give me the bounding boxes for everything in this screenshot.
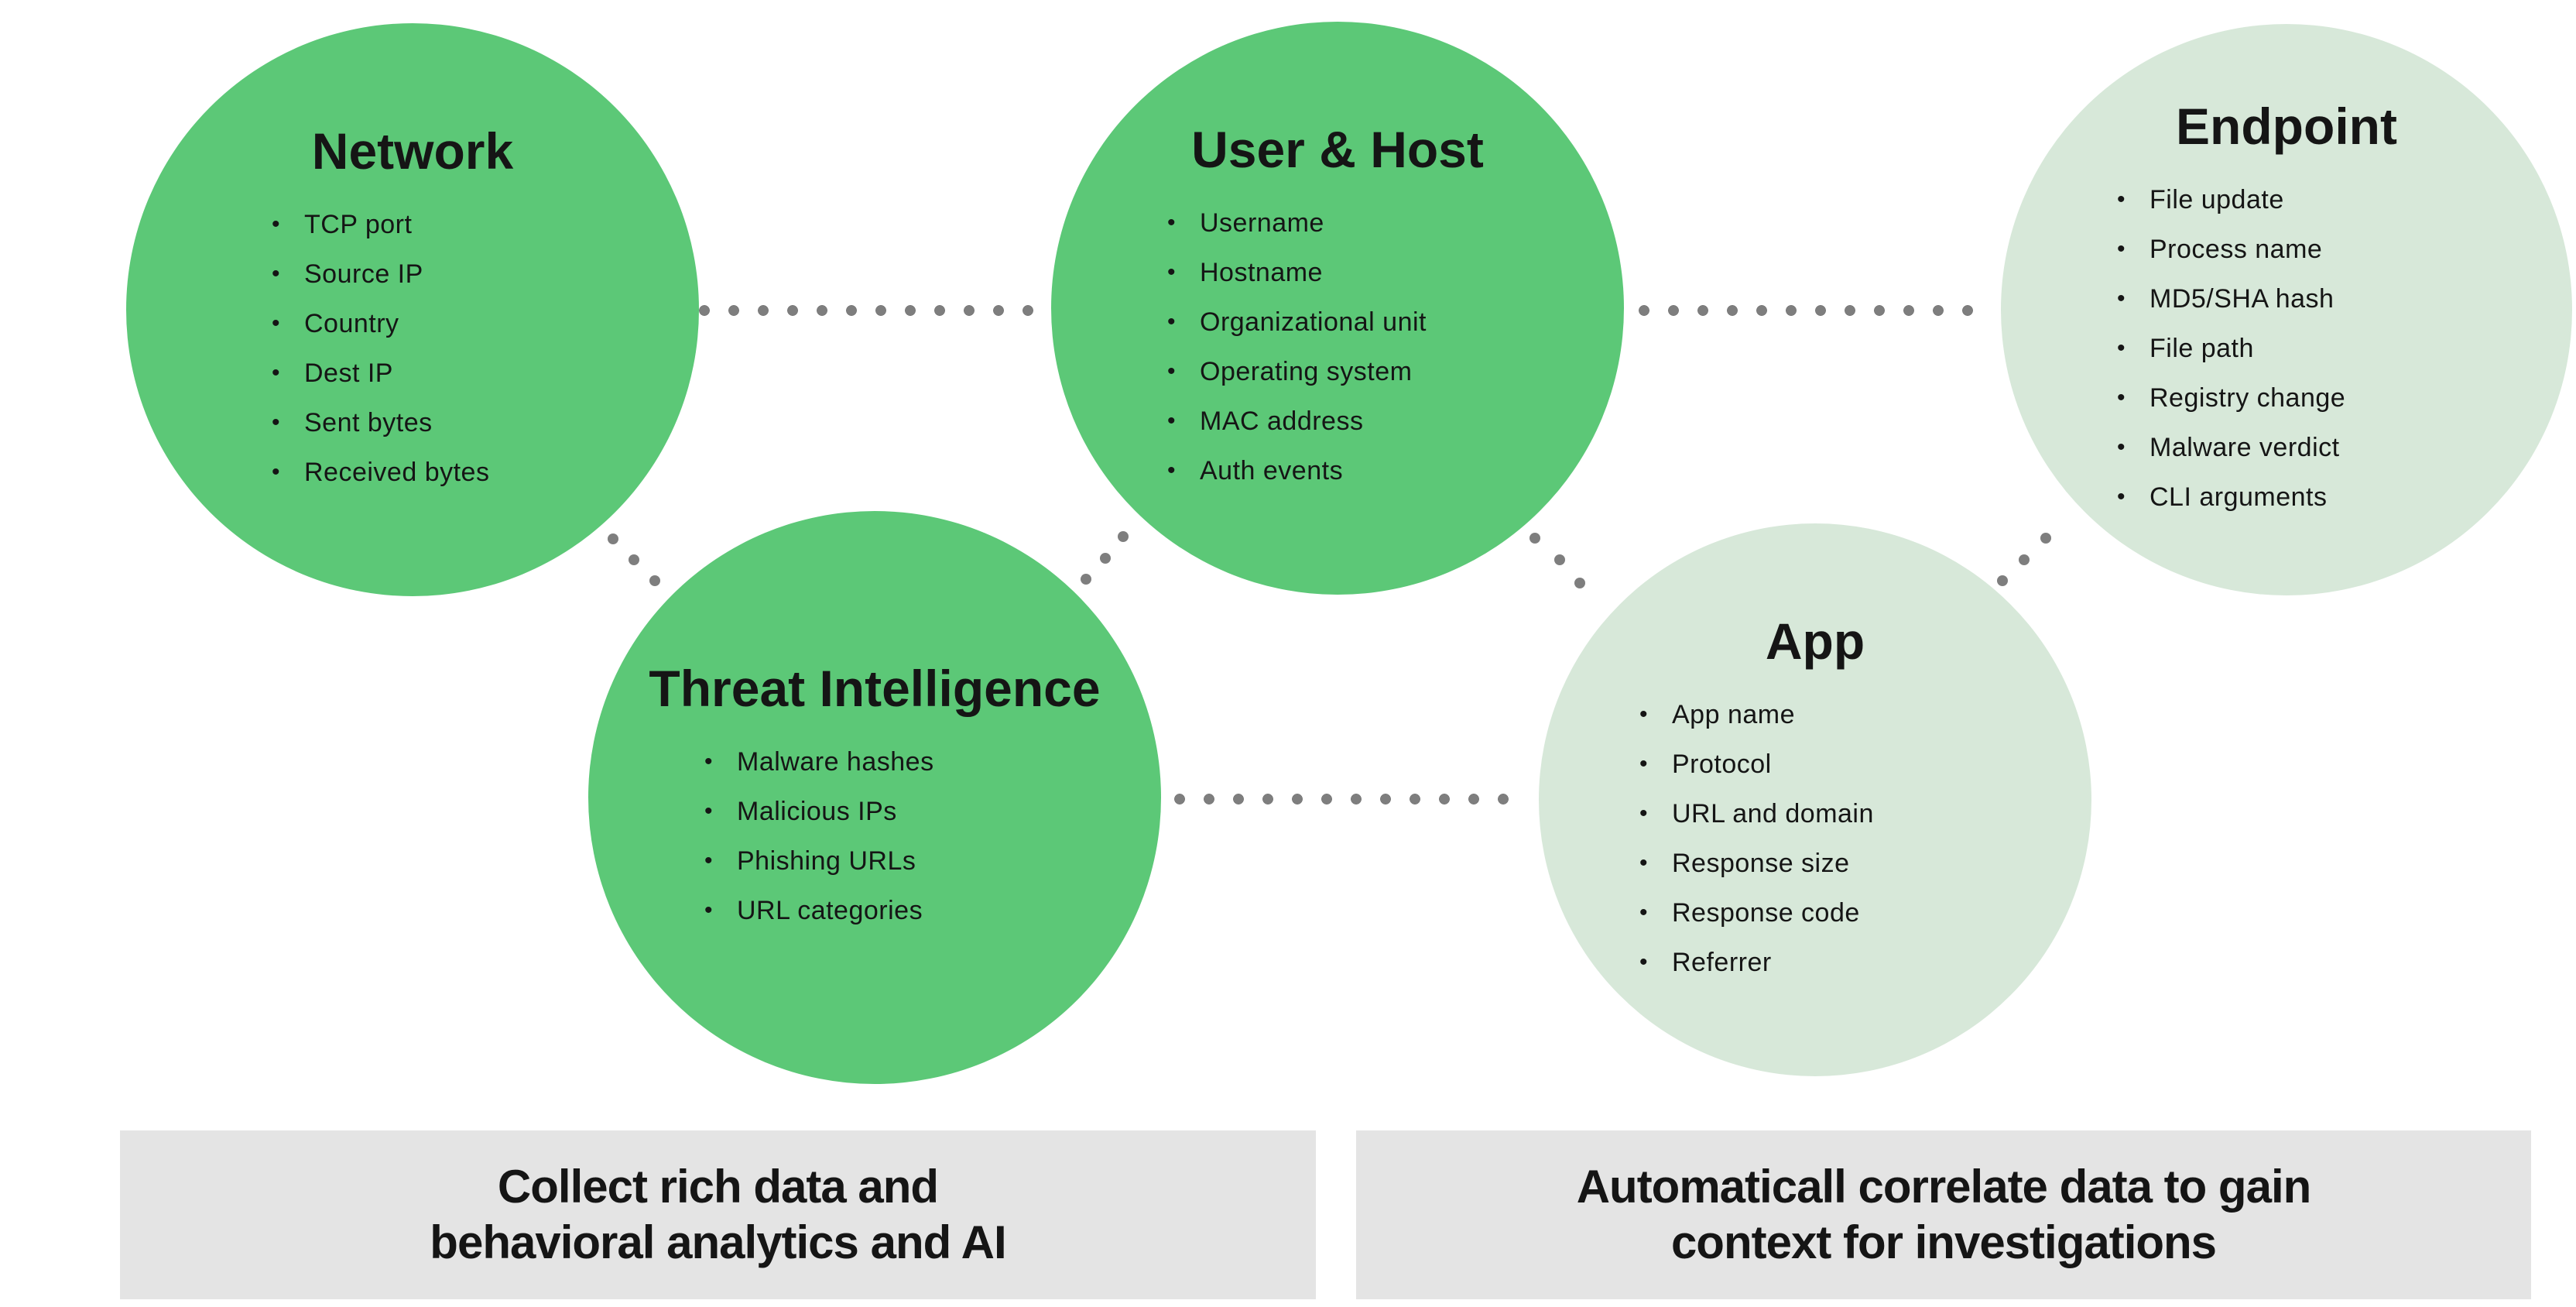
connector-dot: [2019, 554, 2030, 565]
circle-title-app: App: [1765, 612, 1865, 670]
circle-list-user-host: Username Hostname Organizational unit Op…: [1051, 198, 1624, 496]
callout-collect-line2: behavioral analytics and AI: [430, 1216, 1006, 1268]
list-item: Received bytes: [272, 448, 699, 497]
list-item: Country: [272, 299, 699, 348]
list-item: URL and domain: [1639, 789, 2091, 839]
circle-user-host: User & Host Username Hostname Organizati…: [1051, 22, 1624, 595]
circle-title-endpoint: Endpoint: [2176, 98, 2397, 155]
callout-correlate-line1: Automaticall correlate data to gain: [1576, 1161, 2312, 1213]
connector-dot: [1574, 578, 1585, 588]
circle-list-network: TCP port Source IP Country Dest IP Sent …: [126, 200, 699, 497]
connector-dot: [629, 554, 639, 565]
circle-endpoint: Endpoint File update Process name MD5/SH…: [2001, 24, 2572, 595]
list-item: Response code: [1639, 888, 2091, 938]
circle-list-app: App name Protocol URL and domain Respons…: [1539, 690, 2091, 987]
list-item: Registry change: [2117, 373, 2572, 423]
list-item: Phishing URLs: [704, 836, 1161, 886]
dotted-connector-network-userhost: [690, 305, 1043, 316]
circle-title-threat-intelligence: Threat Intelligence: [649, 660, 1101, 717]
list-item: File update: [2117, 175, 2572, 225]
list-item: Malicious IPs: [704, 787, 1161, 836]
connector-dot: [649, 575, 660, 586]
connector-dot: [608, 533, 618, 544]
list-item: Malware verdict: [2117, 423, 2572, 472]
circle-threat-intelligence: Threat Intelligence Malware hashes Malic…: [588, 511, 1161, 1084]
list-item: Sent bytes: [272, 398, 699, 448]
dotted-connector-userhost-endpoint: [1629, 305, 1982, 316]
list-item: TCP port: [272, 200, 699, 249]
callout-collect-line1: Collect rich data and: [497, 1161, 939, 1213]
connector-dot: [1530, 533, 1540, 544]
list-item: MAC address: [1167, 396, 1624, 446]
connector-dot: [1118, 531, 1129, 542]
callout-correlate-data: Automaticall correlate data to gain cont…: [1356, 1130, 2531, 1299]
connector-dot: [1081, 574, 1091, 585]
list-item: Protocol: [1639, 739, 2091, 789]
circle-title-user-host: User & Host: [1191, 121, 1484, 178]
list-item: File path: [2117, 324, 2572, 373]
circle-list-threat-intelligence: Malware hashes Malicious IPs Phishing UR…: [588, 737, 1161, 935]
list-item: Malware hashes: [704, 737, 1161, 787]
list-item: Dest IP: [272, 348, 699, 398]
circle-title-network: Network: [311, 122, 514, 180]
connector-dot: [1997, 575, 2008, 586]
connector-dot: [2040, 533, 2051, 544]
list-item: Response size: [1639, 839, 2091, 888]
list-item: Source IP: [272, 249, 699, 299]
connector-dot: [1554, 554, 1565, 565]
list-item: Hostname: [1167, 248, 1624, 297]
list-item: Organizational unit: [1167, 297, 1624, 347]
list-item: Auth events: [1167, 446, 1624, 496]
list-item: Process name: [2117, 225, 2572, 274]
connector-dot: [1100, 553, 1111, 564]
list-item: CLI arguments: [2117, 472, 2572, 522]
list-item: Operating system: [1167, 347, 1624, 396]
list-item: Referrer: [1639, 938, 2091, 987]
list-item: MD5/SHA hash: [2117, 274, 2572, 324]
circle-network: Network TCP port Source IP Country Dest …: [126, 23, 699, 596]
circle-app: App App name Protocol URL and domain Res…: [1539, 523, 2091, 1076]
list-item: App name: [1639, 690, 2091, 739]
list-item: Username: [1167, 198, 1624, 248]
dotted-connector-threat-app: [1165, 794, 1518, 804]
callout-collect-data: Collect rich data and behavioral analyti…: [120, 1130, 1316, 1299]
callout-correlate-line2: context for investigations: [1670, 1216, 2217, 1268]
circle-list-endpoint: File update Process name MD5/SHA hash Fi…: [2001, 175, 2572, 522]
list-item: URL categories: [704, 886, 1161, 935]
